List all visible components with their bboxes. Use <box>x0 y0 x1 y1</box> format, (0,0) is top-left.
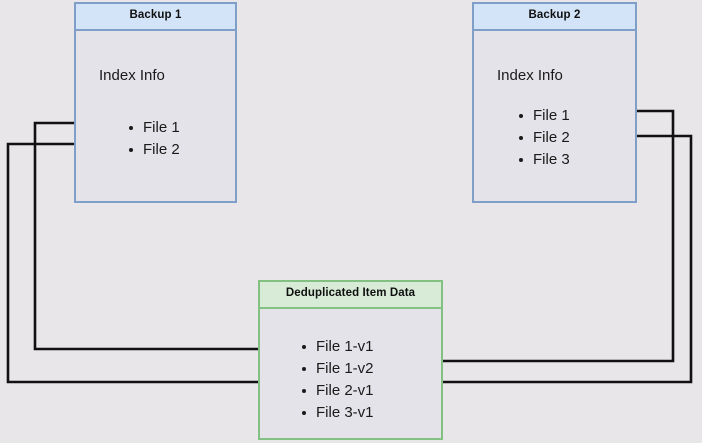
bullet-icon <box>129 125 133 130</box>
backup-1-box[interactable]: Backup 1 Index Info File 1 File 2 <box>74 2 237 203</box>
backup-1-body: Index Info File 1 File 2 <box>76 31 235 206</box>
backup-1-title: Backup 1 <box>76 4 235 31</box>
bullet-icon <box>519 157 523 162</box>
list-item: File 2 <box>519 127 570 149</box>
dedup-file-1-v2-label: File 1-v2 <box>316 359 374 377</box>
dedup-file-1-v1-label: File 1-v1 <box>316 337 374 355</box>
list-item: File 1 <box>519 105 570 127</box>
list-item: File 1-v1 <box>302 336 374 358</box>
backup-2-file-3-label: File 3 <box>533 150 570 168</box>
list-item: File 2 <box>129 139 180 161</box>
list-item: File 3 <box>519 149 570 171</box>
deduplicated-item-data-body: File 1-v1 File 1-v2 File 2-v1 File 3-v1 <box>260 309 441 443</box>
backup-2-title: Backup 2 <box>474 4 635 31</box>
backup-2-file-2-label: File 2 <box>533 128 570 146</box>
bullet-icon <box>519 135 523 140</box>
list-item: File 1 <box>129 117 180 139</box>
backup-1-file-list: File 1 File 2 <box>129 117 180 161</box>
bullet-icon <box>129 147 133 152</box>
deduplicated-file-list: File 1-v1 File 1-v2 File 2-v1 File 3-v1 <box>302 336 374 424</box>
backup-2-body: Index Info File 1 File 2 File 3 <box>474 31 635 206</box>
dedup-file-3-v1-label: File 3-v1 <box>316 403 374 421</box>
backup-2-file-list: File 1 File 2 File 3 <box>519 105 570 171</box>
backup-1-file-2-label: File 2 <box>143 140 180 158</box>
bullet-icon <box>302 366 306 371</box>
deduplicated-item-data-box[interactable]: Deduplicated Item Data File 1-v1 File 1-… <box>258 280 443 440</box>
backup-1-index-info-label: Index Info <box>99 66 165 84</box>
backup-2-box[interactable]: Backup 2 Index Info File 1 File 2 File 3 <box>472 2 637 203</box>
list-item: File 3-v1 <box>302 402 374 424</box>
backup-2-index-info-label: Index Info <box>497 66 563 84</box>
list-item: File 2-v1 <box>302 380 374 402</box>
bullet-icon <box>302 388 306 393</box>
deduplicated-item-data-title: Deduplicated Item Data <box>260 282 441 309</box>
backup-1-file-1-label: File 1 <box>143 118 180 136</box>
bullet-icon <box>519 113 523 118</box>
dedup-file-2-v1-label: File 2-v1 <box>316 381 374 399</box>
bullet-icon <box>302 344 306 349</box>
bullet-icon <box>302 410 306 415</box>
list-item: File 1-v2 <box>302 358 374 380</box>
backup-2-file-1-label: File 1 <box>533 106 570 124</box>
